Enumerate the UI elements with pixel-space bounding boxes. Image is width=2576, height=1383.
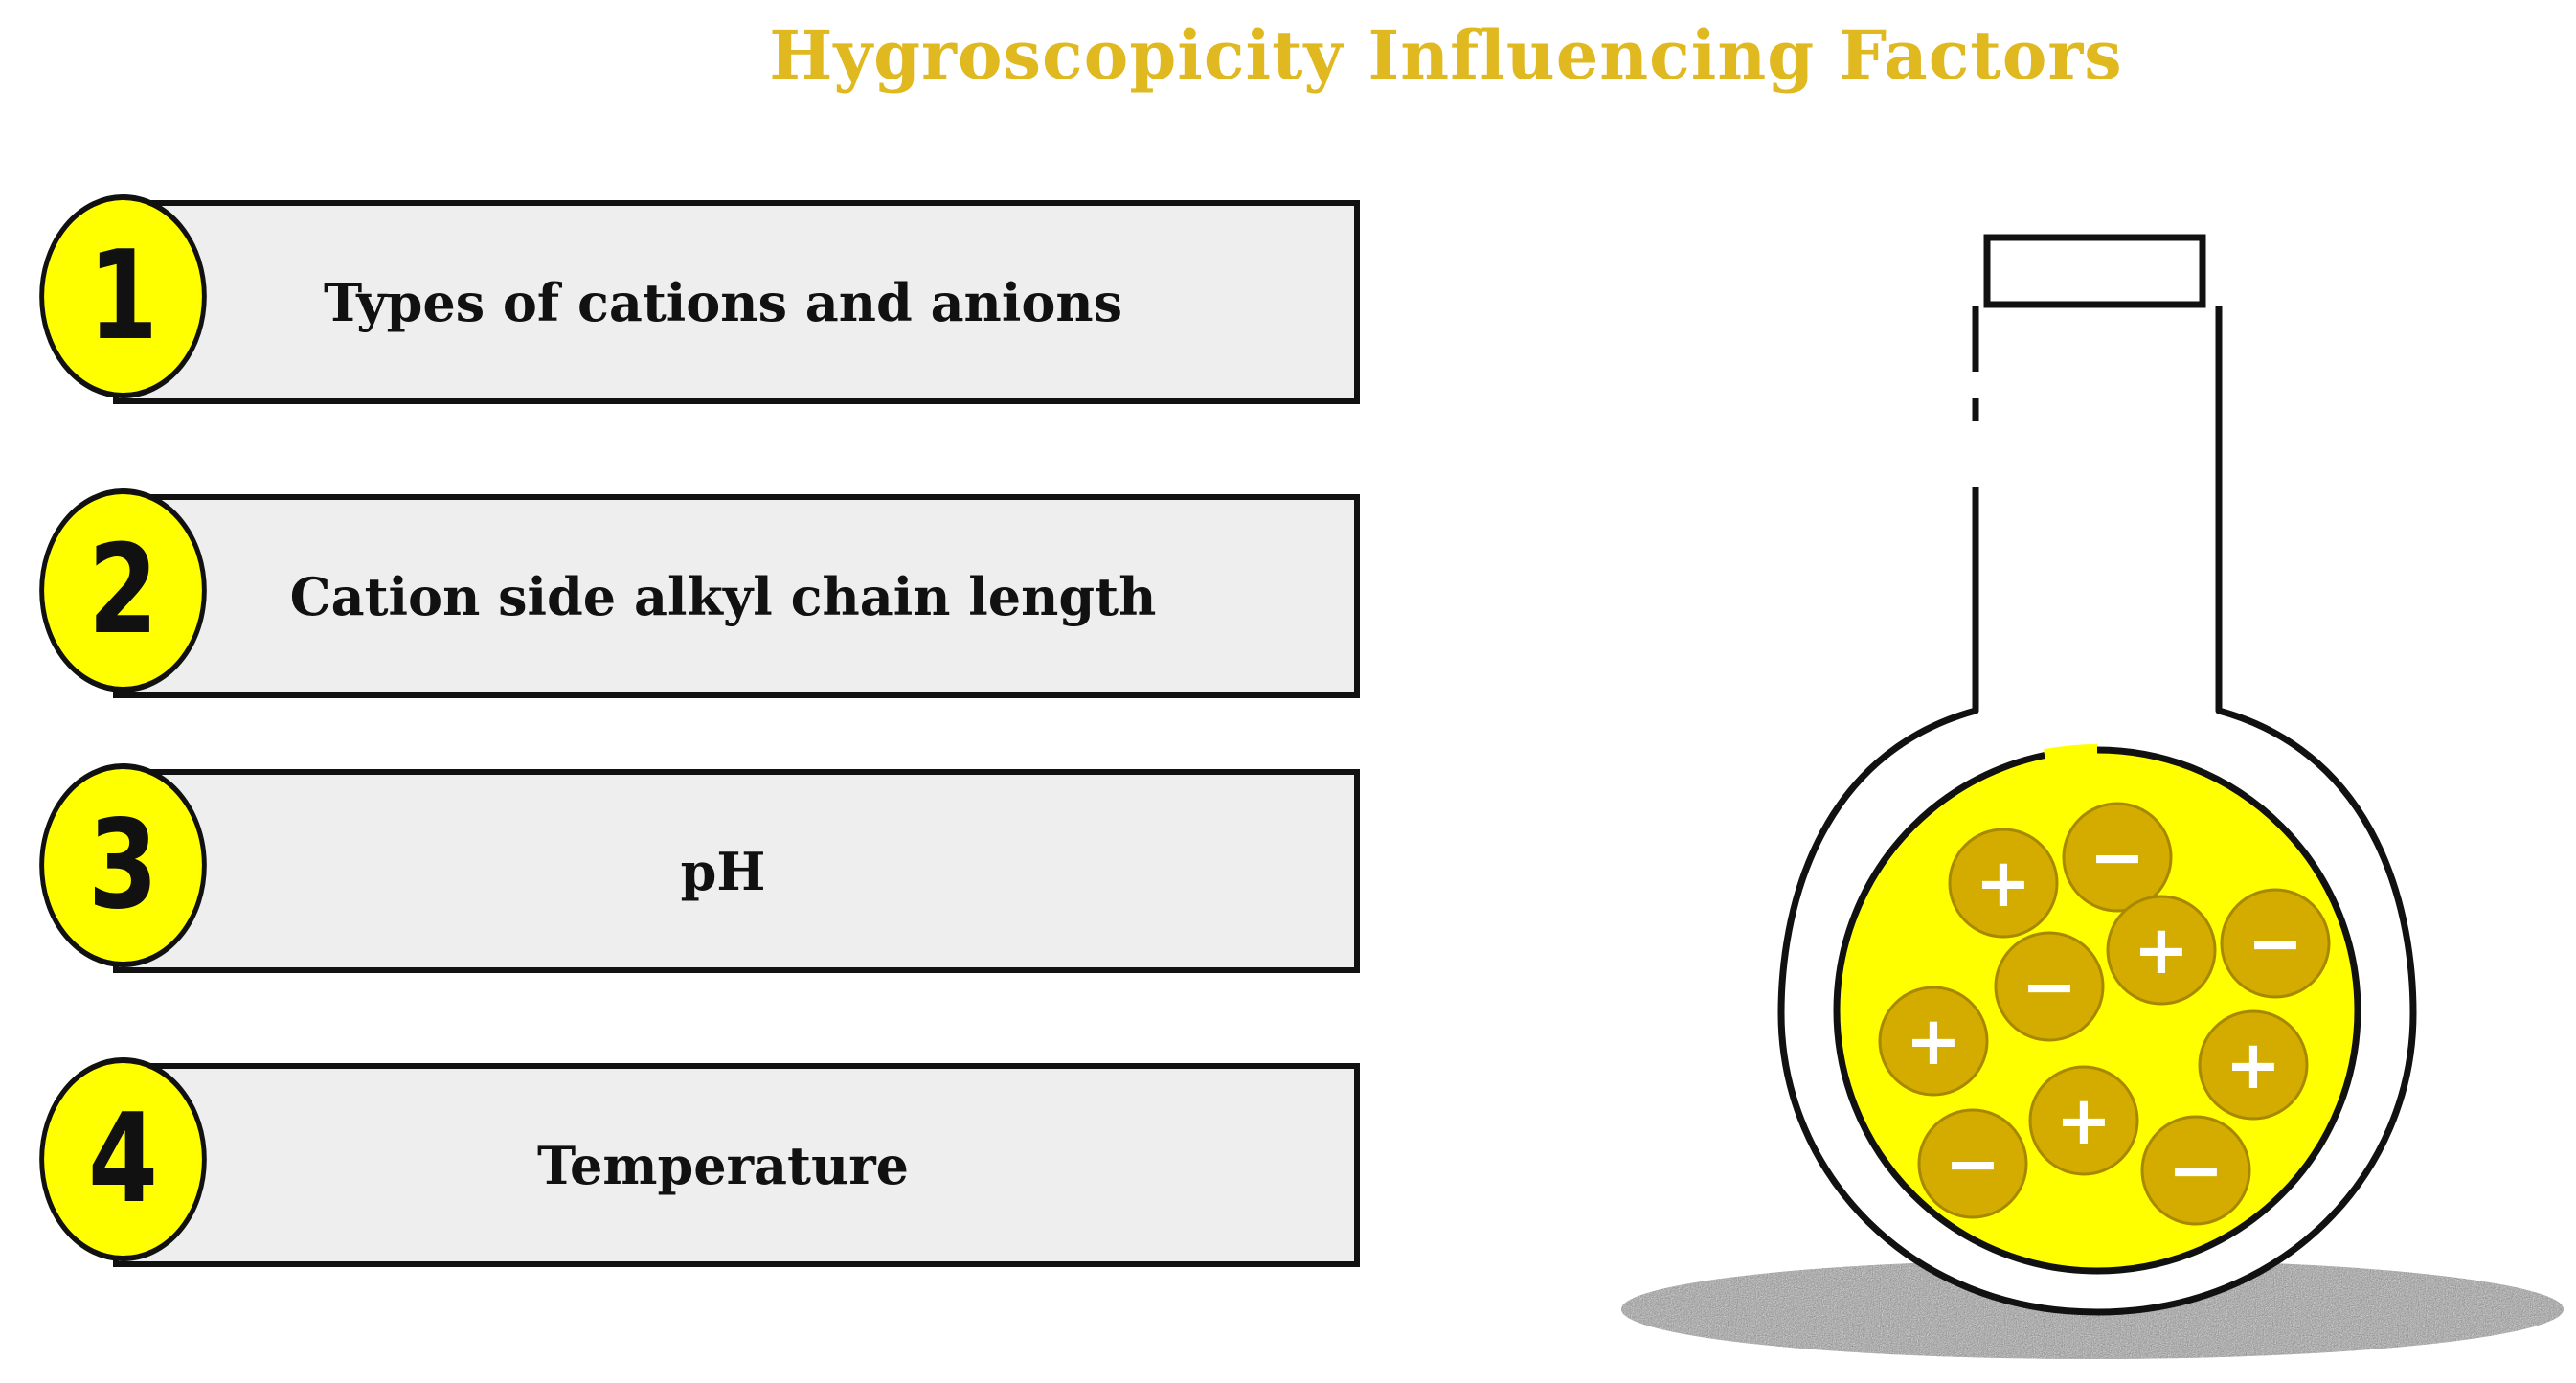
rim-highlight — [2312, 1087, 2340, 1133]
flask-illustration: + − + − − + + + — [1618, 230, 2576, 1379]
flask-svg: + − + − − + + + — [1621, 234, 2564, 1359]
number-badge: 1 — [39, 194, 207, 398]
ion-sign: − — [2248, 904, 2304, 983]
ion-minus: − — [2140, 1115, 2251, 1226]
factor-1: Types of cations and anions 1 — [0, 194, 1360, 410]
ion-plus: + — [1948, 828, 2059, 939]
number-badge: 4 — [39, 1057, 207, 1261]
factor-bar — [113, 769, 1360, 973]
number-badge: 3 — [39, 763, 207, 967]
ion-sign: + — [1976, 844, 2032, 922]
ion-plus: + — [2106, 895, 2217, 1006]
diagram-title: Hygroscopicity Influencing Factors — [769, 15, 2123, 95]
ion-sign: − — [2168, 1131, 2225, 1210]
ion-sign: − — [2090, 818, 2146, 896]
factor-2: Cation side alkyl chain length 2 — [0, 488, 1360, 704]
ion-plus: + — [2198, 1009, 2309, 1121]
ion-sign: + — [2134, 911, 2190, 989]
ion-minus: − — [1917, 1108, 2028, 1219]
factor-label: pH — [680, 840, 766, 902]
neck-gap — [1968, 421, 1983, 487]
ion-plus: + — [2028, 1065, 2139, 1176]
ion-minus: − — [2220, 888, 2331, 999]
factor-4: Temperature 4 — [0, 1057, 1360, 1273]
flask-stopper — [1983, 234, 2206, 308]
factor-label: Cation side alkyl chain length — [289, 565, 1157, 627]
factor-bar — [113, 494, 1360, 698]
ion-sign: − — [2022, 947, 2078, 1026]
factor-label: Types of cations and anions — [323, 271, 1123, 333]
ion-sign: + — [2056, 1081, 2113, 1160]
factor-bar — [113, 200, 1360, 404]
ion-sign: + — [2226, 1026, 2282, 1104]
ion-sign: + — [1906, 1002, 1962, 1080]
factor-bar — [113, 1063, 1360, 1267]
ion-plus: + — [1878, 986, 1989, 1097]
ion-sign: − — [1945, 1124, 2001, 1203]
number-badge: 2 — [39, 488, 207, 692]
rim-highlight — [2044, 744, 2098, 760]
ion-minus: − — [1994, 931, 2105, 1042]
factor-3: pH 3 — [0, 763, 1360, 979]
factor-label: Temperature — [536, 1134, 910, 1196]
neck-gap — [1968, 372, 1983, 398]
ion-minus: − — [2062, 802, 2173, 913]
